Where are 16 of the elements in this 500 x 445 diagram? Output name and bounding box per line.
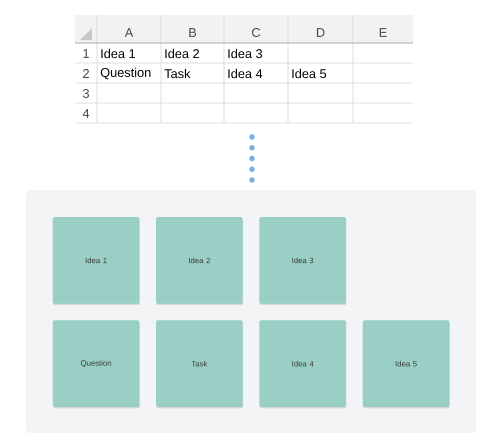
column-letter: B bbox=[189, 28, 196, 37]
column-letter: E bbox=[380, 28, 387, 37]
spreadsheet-entry: Task bbox=[164, 68, 190, 78]
spreadsheet-entry: Idea 1 bbox=[101, 48, 136, 58]
spreadsheet-entry: Idea 4 bbox=[228, 68, 262, 78]
column-letter: A bbox=[124, 28, 134, 37]
row-number: 2 bbox=[83, 69, 89, 78]
column-letter: D bbox=[316, 28, 324, 37]
spreadsheet-entry: Question bbox=[100, 68, 150, 80]
row-number: 1 bbox=[83, 49, 89, 58]
row-number: 4 bbox=[82, 109, 90, 118]
spreadsheet-entry: Idea 3 bbox=[228, 48, 262, 58]
spreadsheet-entry: Idea 2 bbox=[165, 48, 199, 58]
row-number: 3 bbox=[82, 88, 89, 98]
spreadsheet-entry: Idea 5 bbox=[292, 68, 326, 78]
column-letter: C bbox=[252, 28, 260, 37]
